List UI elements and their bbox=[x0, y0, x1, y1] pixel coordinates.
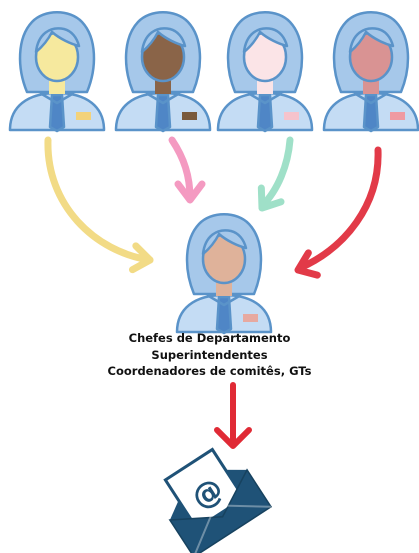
center-person bbox=[175, 213, 273, 335]
person-3 bbox=[216, 11, 314, 133]
down-arrow bbox=[214, 382, 252, 449]
arrow-teal bbox=[257, 136, 294, 212]
caption-line-2: Superintendentes bbox=[151, 347, 268, 362]
caption-line-1: Chefes de Departamento bbox=[128, 331, 291, 345]
roles-caption: Chefes de Departamento Superintendentes … bbox=[0, 330, 419, 380]
caption-line-3: Coordenadores de comitês, GTs bbox=[107, 364, 312, 378]
email-envelope-icon: @ bbox=[163, 447, 273, 553]
arrow-yellow bbox=[44, 136, 154, 274]
person-2 bbox=[114, 11, 212, 133]
arrow-pink bbox=[168, 136, 206, 204]
person-4 bbox=[322, 11, 419, 133]
arrow-red bbox=[294, 146, 382, 279]
person-1 bbox=[8, 11, 106, 133]
